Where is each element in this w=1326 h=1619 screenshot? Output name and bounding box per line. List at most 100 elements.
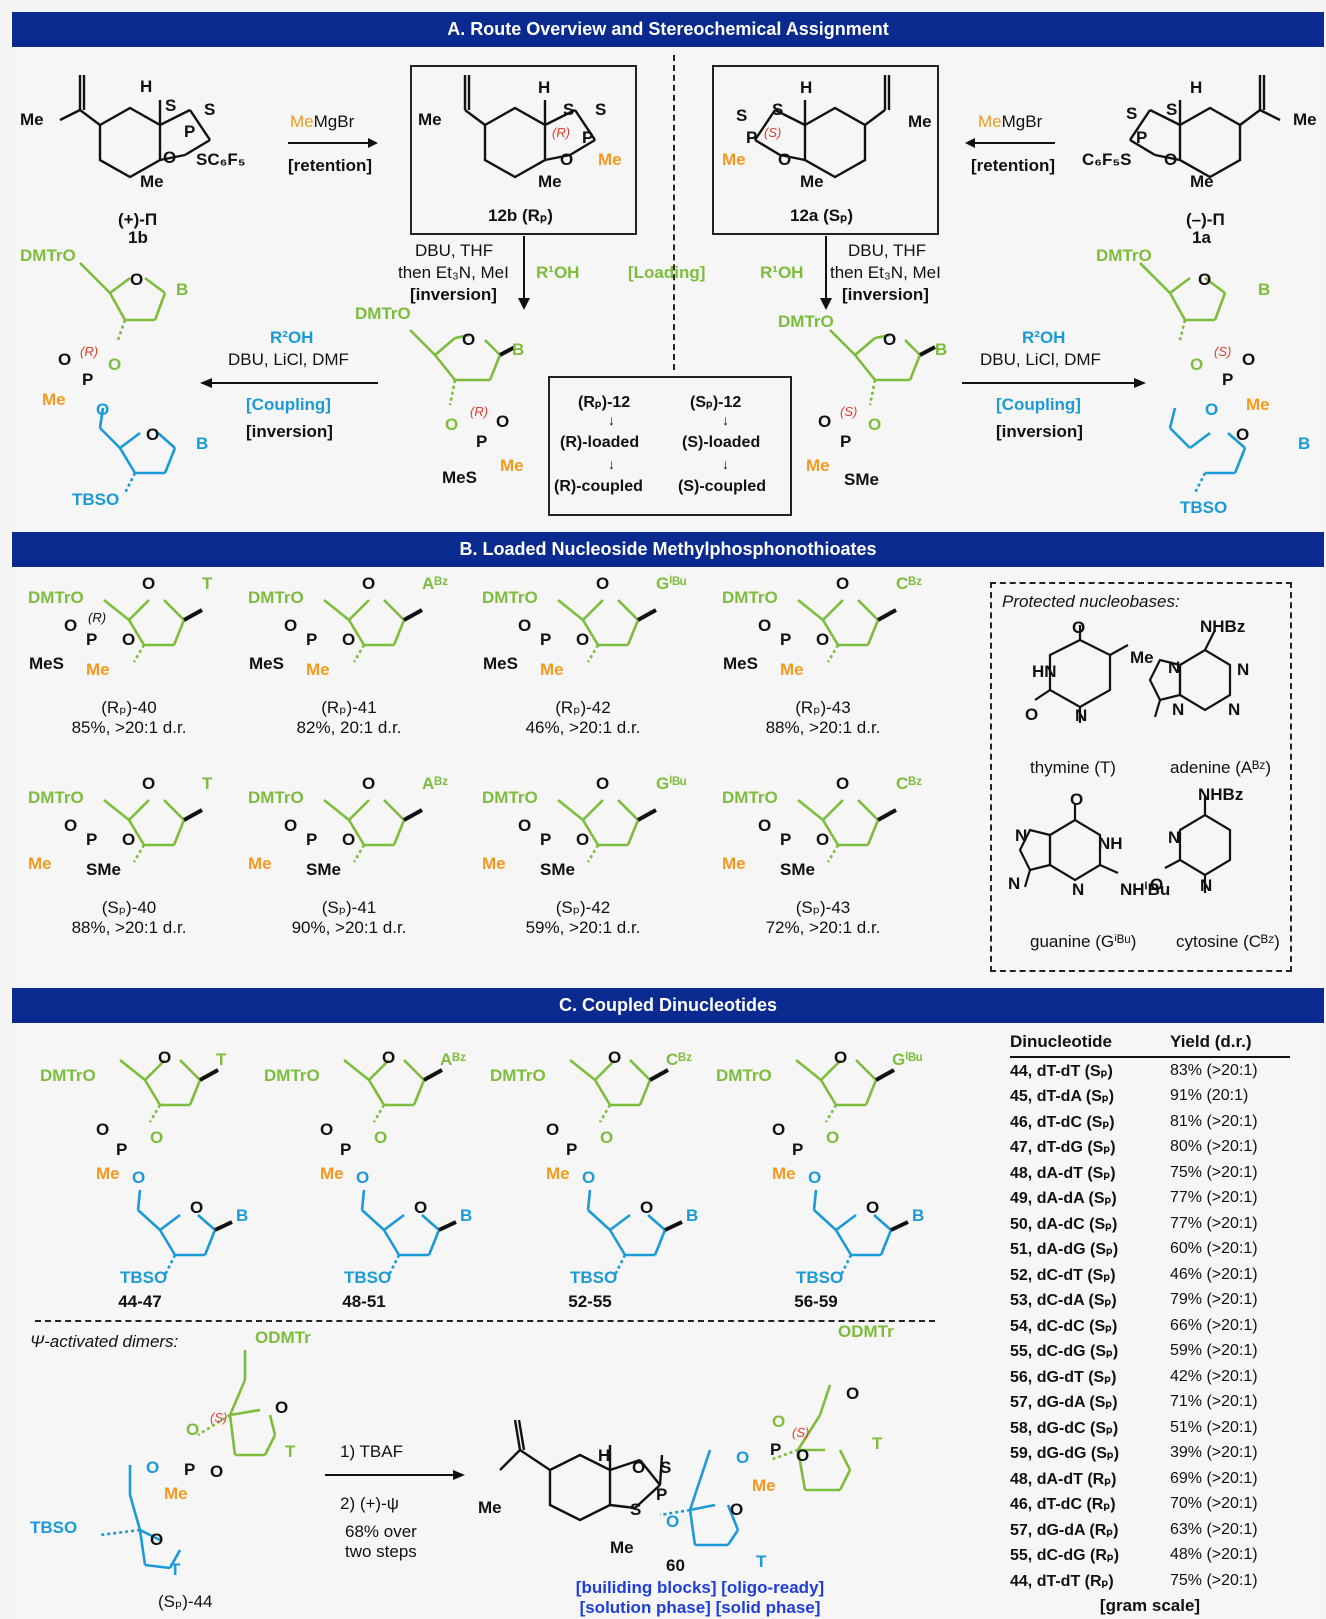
yield-cell: 51% (>20:1) (1170, 1418, 1258, 1436)
section-a-header: A. Route Overview and Stereochemical Ass… (12, 12, 1324, 47)
sp-44-label: (Sₚ)-44 (158, 1592, 213, 1611)
summary-arrow-icon: ↓ (608, 456, 615, 472)
h-label: H (598, 1446, 611, 1465)
compound-label: (Rₚ)-42 (555, 698, 611, 717)
me-label: Me (20, 110, 44, 129)
dinucleotide-cell: 46, dT-dC (Sₚ) (1010, 1113, 1115, 1131)
summary-arrow-icon: ↓ (608, 412, 615, 428)
dinucleotide-cell: 49, dA-dA (Sₚ) (1010, 1190, 1117, 1208)
dinucleotide-cell: 57, dG-dA (Sₚ) (1010, 1394, 1118, 1412)
yield-label: 68% over (345, 1522, 417, 1541)
summary-sp12: (Sₚ)-12 (690, 394, 742, 411)
o-label: O (96, 1120, 110, 1139)
hn-label: HN (1032, 662, 1057, 681)
dinucleotide-cell: 58, dG-dC (Sₚ) (1010, 1419, 1119, 1437)
o-label: O (518, 816, 532, 835)
o-label: O (866, 1198, 880, 1217)
reagent-1a-number: 1a (1192, 228, 1211, 247)
o-label: O (342, 630, 356, 649)
o-label: O (666, 1512, 680, 1531)
tbso-label: TBSO (72, 490, 120, 509)
compound-60-tags: [solution phase] [solid phase] (579, 1598, 821, 1617)
loading-conditions: DBU, THF (848, 241, 927, 260)
n-label: N (1168, 828, 1181, 847)
yield-label: 82%, 20:1 d.r. (296, 718, 402, 737)
n-label: N (1237, 660, 1250, 679)
reagent-1b-name: (+)-Π (118, 210, 158, 229)
o-label: O (414, 1198, 428, 1217)
me-label: Me (546, 1164, 570, 1183)
s-label: S (204, 100, 216, 119)
o-label: O (846, 1384, 860, 1403)
right-coupling-arrow (962, 378, 1146, 388)
table-row: 45, dT-dA (Sₚ)91% (20:1) (1010, 1084, 1290, 1110)
dinucleotide-cell: 44, dT-dT (Sₚ) (1010, 1062, 1113, 1080)
base-label: B (686, 1206, 699, 1225)
dmtro-label: DMTrO (28, 588, 84, 607)
base-label: Cᴮᶻ (896, 574, 923, 593)
yield-cell: 59% (>20:1) (1170, 1342, 1258, 1360)
me-label: Me (722, 150, 746, 169)
me-label: Me (598, 150, 622, 169)
loading-label: [Loading] (628, 263, 706, 282)
me-label: Me (1130, 648, 1154, 667)
base-label: Gⁱᴮᵘ (656, 774, 687, 793)
r2oh-label: R²OH (270, 328, 314, 347)
adenine-label: adenine (Aᴮᶻ) (1170, 758, 1272, 777)
table-row: 56, dG-dT (Sₚ)42% (>20:1) (1010, 1364, 1290, 1390)
compound-60-structure (499, 1384, 852, 1547)
tbso-label: TBSO (796, 1268, 844, 1287)
coupling-conditions: DBU, LiCl, DMF (228, 350, 349, 369)
me-label: Me (752, 1476, 776, 1495)
inversion-label: [inversion] (410, 285, 497, 304)
p-label: P (86, 630, 98, 649)
dinucleotide-cell: 56, dG-dT (Sₚ) (1010, 1368, 1117, 1386)
stereo-s-label: (S) (210, 1410, 228, 1425)
yield-cell: 77% (>20:1) (1170, 1214, 1258, 1232)
compound-range-label: 56-59 (794, 1292, 838, 1311)
guanine-label: guanine (Gⁱᴮᵘ) (1030, 932, 1137, 951)
summary-arrow-icon: ↓ (722, 456, 729, 472)
p-label: P (656, 1485, 668, 1504)
coupled-upper-sugar-structure (795, 1058, 895, 1123)
n-label: N (1168, 658, 1181, 677)
yield-cell: 75% (>20:1) (1170, 1163, 1258, 1181)
nucleobases-title: Protected nucleobases: (1002, 592, 1180, 611)
o-label: O (883, 330, 897, 349)
loading-conditions: then Et₃N, MeI (398, 263, 509, 282)
dinucleotide-cell: 53, dC-dA (Sₚ) (1010, 1292, 1117, 1310)
o-label: O (163, 148, 177, 167)
table-header: Dinucleotide Yield (d.r.) (1010, 1032, 1290, 1058)
o-label: O (808, 1168, 822, 1187)
loaded-nucleoside-structure (323, 798, 423, 863)
stereo-r-label: (R) (470, 404, 489, 419)
compound-label: (Sₚ)-42 (555, 898, 611, 917)
yield-cell: 75% (>20:1) (1170, 1571, 1258, 1589)
sme-label: SMe (86, 860, 121, 879)
reagent-me: Me (978, 112, 1002, 131)
p-label: P (116, 1140, 128, 1159)
o-label: O (772, 1412, 786, 1431)
n-label: N (1075, 706, 1088, 725)
yield-label: 88%, >20:1 d.r. (71, 918, 187, 937)
o-label: O (445, 415, 459, 434)
step2-label: 2) (+)-ψ (340, 1494, 399, 1513)
dinucleotide-cell: 51, dA-dG (Sₚ) (1010, 1241, 1119, 1259)
o-label: O (186, 1420, 200, 1439)
table-row: 50, dA-dC (Sₚ)77% (>20:1) (1010, 1211, 1290, 1237)
r1oh-label: R¹OH (536, 263, 580, 282)
o-label: O (142, 574, 156, 593)
o-label: O (190, 1198, 204, 1217)
section-c-header: C. Coupled Dinucleotides (12, 988, 1324, 1023)
o-label: O (1164, 150, 1178, 169)
dinucleotide-cell: 57, dG-dA (Rₚ) (1010, 1521, 1119, 1539)
o-label: O (122, 630, 136, 649)
r1oh-label: R¹OH (760, 263, 804, 282)
o-label: O (150, 1128, 164, 1147)
base-label: Aᴮᶻ (440, 1050, 467, 1069)
stereo-s-label: (S) (840, 404, 858, 419)
yield-label: 90%, >20:1 d.r. (291, 918, 407, 937)
me-label: Me (320, 1164, 344, 1183)
dinucleotide-cell: 44, dT-dT (Rₚ) (1010, 1572, 1114, 1590)
o-label: O (758, 816, 772, 835)
